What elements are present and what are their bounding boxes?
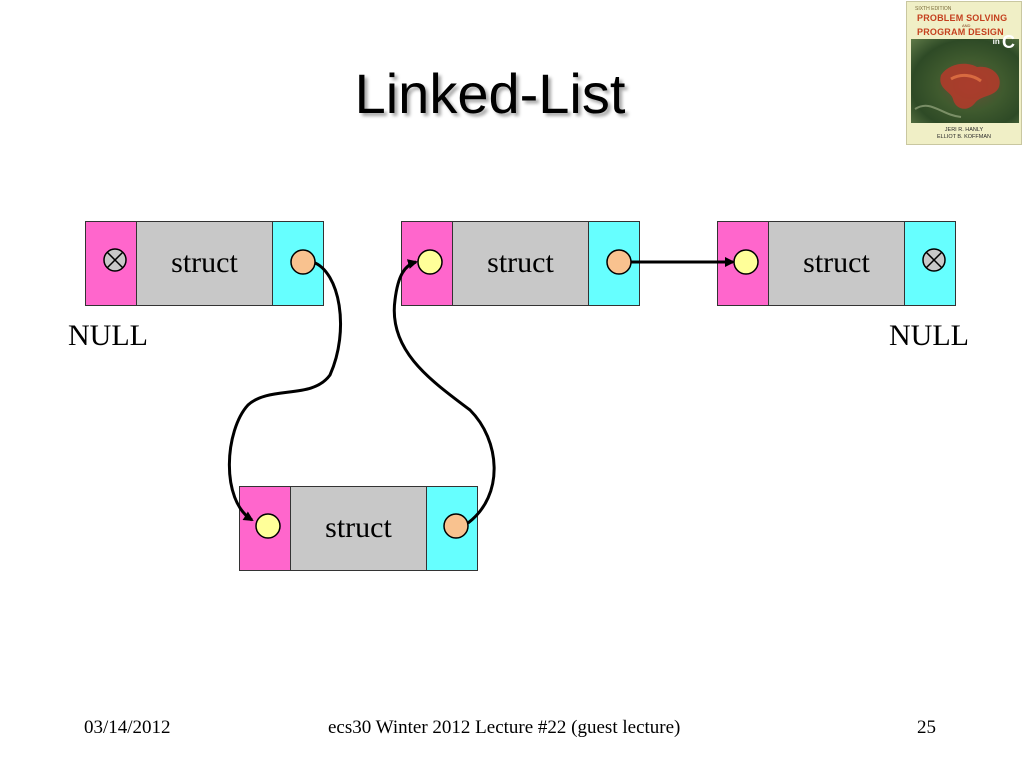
cover-title-line1: PROBLEM SOLVING (917, 13, 1008, 23)
list-node-4: struct (239, 486, 478, 571)
slide-title: Linked-List (354, 62, 626, 125)
prev-pointer-dot (733, 249, 759, 275)
list-node-3: struct (717, 221, 956, 306)
prev-pointer-dot (255, 513, 281, 539)
cover-author2: ELLIOT B. KOFFMAN (937, 134, 991, 140)
prev-pointer-dot (417, 249, 443, 275)
cover-title-and: AND (962, 23, 971, 28)
cover-in-c: in C (993, 32, 1015, 53)
link-node4-to-node2 (392, 259, 496, 525)
next-pointer-dot (290, 249, 316, 275)
cover-c: C (1002, 32, 1015, 52)
prev-field (85, 221, 137, 306)
link-node1-to-node4 (227, 260, 342, 522)
null-pointer-icon (103, 248, 127, 272)
data-field: struct (136, 221, 273, 306)
next-pointer-dot (606, 249, 632, 275)
data-field: struct (452, 221, 589, 306)
cover-edition: SIXTH EDITION (915, 6, 952, 12)
footer-date: 03/14/2012 (84, 717, 171, 738)
null-label-left: NULL (68, 319, 148, 352)
data-field: struct (290, 486, 427, 571)
node-label: struct (171, 246, 238, 279)
cover-satellite-image (911, 39, 1019, 123)
cover-in: in (992, 37, 1000, 46)
book-cover: SIXTH EDITION PROBLEM SOLVING AND PROGRA… (906, 1, 1022, 145)
node-label: struct (487, 246, 554, 279)
cover-title-line2: PROGRAM DESIGN (917, 27, 1004, 37)
null-label-right: NULL (889, 319, 969, 352)
null-pointer-icon (922, 248, 946, 272)
cover-author1: JERI R. HANLY (944, 127, 984, 133)
data-field: struct (768, 221, 905, 306)
next-pointer-dot (443, 513, 469, 539)
node-label: struct (325, 511, 392, 544)
footer-course: ecs30 Winter 2012 Lecture #22 (guest lec… (328, 717, 681, 738)
list-node-1: struct (85, 221, 324, 306)
footer-page-number: 25 (917, 717, 936, 738)
node-label: struct (803, 246, 870, 279)
